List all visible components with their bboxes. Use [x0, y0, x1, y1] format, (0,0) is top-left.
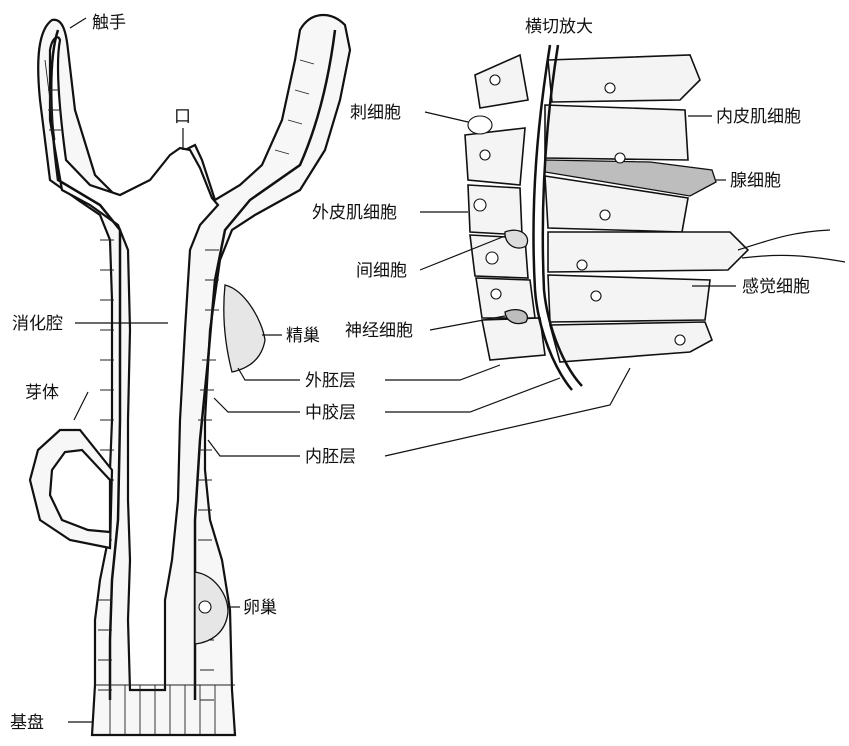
nucleus — [490, 75, 500, 85]
endoderm-cell-2 — [545, 105, 688, 160]
ectoderm-leader — [238, 368, 300, 380]
nucleus — [600, 210, 610, 220]
label-nutritive-muscular-cell: 内皮肌细胞 — [716, 107, 801, 127]
nucleus — [480, 150, 490, 160]
spermary-bulge — [224, 285, 265, 372]
label-bud: 芽体 — [25, 383, 59, 403]
label-sensory-cell: 感觉细胞 — [742, 277, 810, 297]
sensory-cell-process-2 — [742, 255, 845, 262]
label-ectoderm: 外胚层 — [305, 371, 356, 391]
cnidocyte-capsule — [468, 116, 492, 134]
label-gland-cell: 腺细胞 — [730, 171, 781, 191]
label-spermary: 精巢 — [286, 326, 320, 346]
label-mesoglea: 中胶层 — [305, 403, 356, 423]
label-tentacle: 触手 — [92, 13, 126, 33]
nucleus — [675, 335, 685, 345]
mesoglea-leader — [214, 398, 300, 412]
label-ovary: 卵巢 — [243, 598, 277, 618]
label-endoderm: 内胚层 — [305, 447, 356, 467]
label-mouth: 口 — [174, 107, 191, 127]
label-cnidocyte: 刺细胞 — [350, 103, 401, 123]
endoderm-cell-5 — [548, 275, 710, 322]
label-basal-disc: 基盘 — [10, 713, 44, 733]
endoderm-cell-6 — [550, 322, 712, 362]
nucleus — [605, 83, 615, 93]
label-gastrovascular-cavity: 消化腔 — [12, 314, 63, 334]
bud-leader — [74, 392, 88, 420]
nucleus — [474, 199, 486, 211]
cnidocyte-leader — [425, 112, 468, 122]
label-cross-section-title: 横切放大 — [525, 17, 593, 37]
tentacle-leader — [70, 18, 86, 28]
endoderm-cell-1 — [548, 55, 700, 102]
nucleus — [577, 260, 587, 270]
label-epitheliomuscular-cell: 外皮肌细胞 — [312, 203, 397, 223]
mesoglea-cs-leader — [385, 378, 560, 412]
nucleus — [486, 252, 498, 264]
nucleus — [615, 153, 625, 163]
nucleus — [491, 289, 501, 299]
ectoderm-cell-2 — [465, 128, 525, 185]
label-nerve-cell: 神经细胞 — [345, 321, 413, 341]
ectoderm-cell-6 — [482, 318, 545, 360]
ectoderm-cell-1 — [475, 55, 528, 108]
ectoderm-cs-leader — [385, 365, 500, 380]
endoderm-leader — [208, 440, 300, 456]
nucleus — [591, 291, 601, 301]
ovum — [199, 601, 211, 613]
label-interstitial-cell: 间细胞 — [356, 261, 407, 281]
sensory-cell-process — [738, 230, 830, 250]
